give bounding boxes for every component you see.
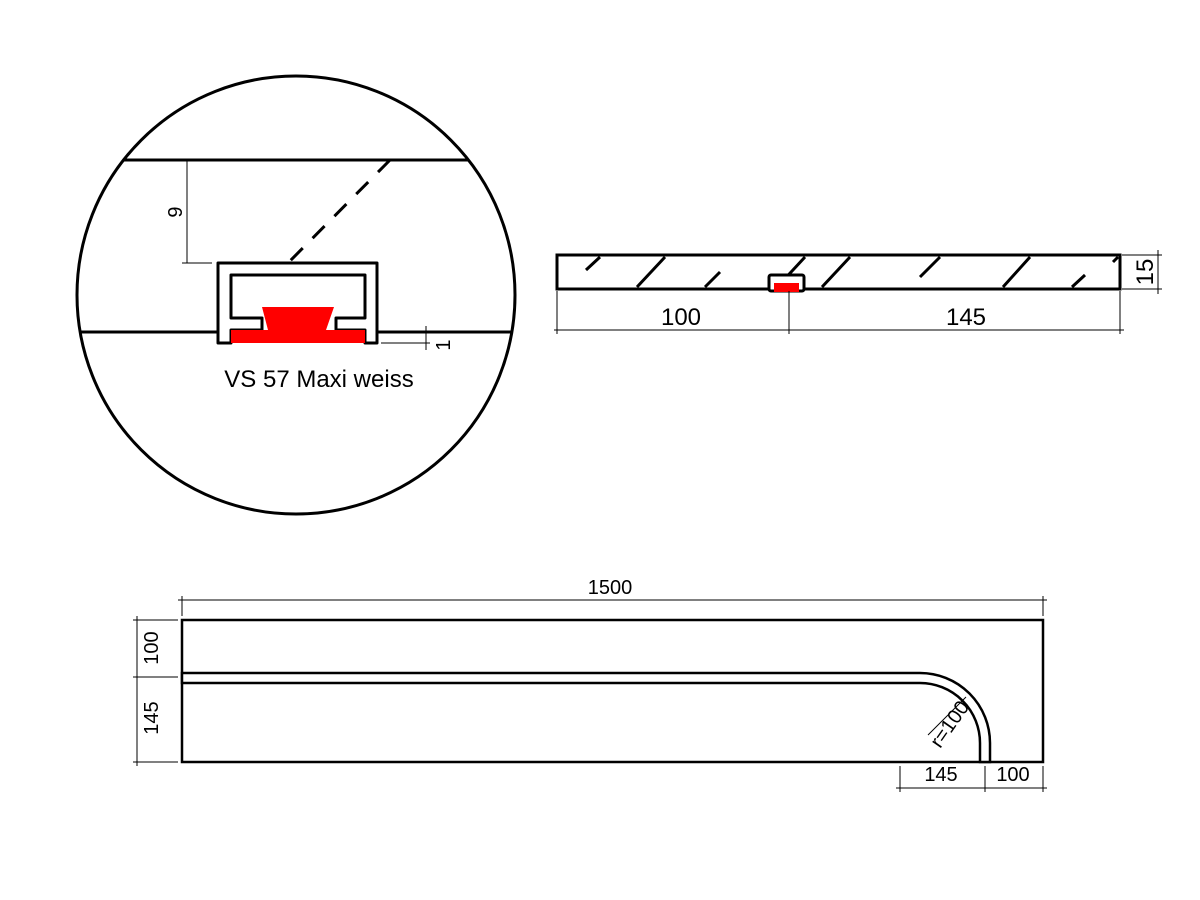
dim-left-bottom: 145 [141, 701, 163, 734]
dim-depth: 9 [165, 206, 187, 217]
plan-view: 1500 100 145 145 100 r=100 [133, 577, 1047, 792]
detail-view: 9 1 VS 57 Maxi weiss [75, 74, 517, 516]
dim-length: 1500 [588, 577, 633, 599]
dim-bottom-left: 145 [924, 764, 957, 786]
radius-label: r=100 [926, 697, 974, 752]
section-view: 100 145 15 [554, 250, 1162, 334]
radius-leader [927, 696, 967, 736]
hatching [584, 255, 1120, 289]
profile-label: VS 57 Maxi weiss [224, 366, 413, 393]
dim-left: 100 [661, 304, 701, 331]
detail-circle [75, 74, 517, 516]
hatch-line [286, 158, 392, 265]
groove [180, 671, 992, 764]
panel-section [555, 253, 1122, 291]
dim-bottom-right: 100 [996, 764, 1029, 786]
dim-height: 15 [1132, 259, 1159, 286]
seal-insert [231, 307, 365, 343]
dim-offset: 1 [433, 339, 455, 350]
panel-plan [180, 618, 1045, 764]
seal-small [774, 283, 799, 292]
dim-right: 145 [946, 304, 986, 331]
dim-left-top: 100 [141, 631, 163, 664]
